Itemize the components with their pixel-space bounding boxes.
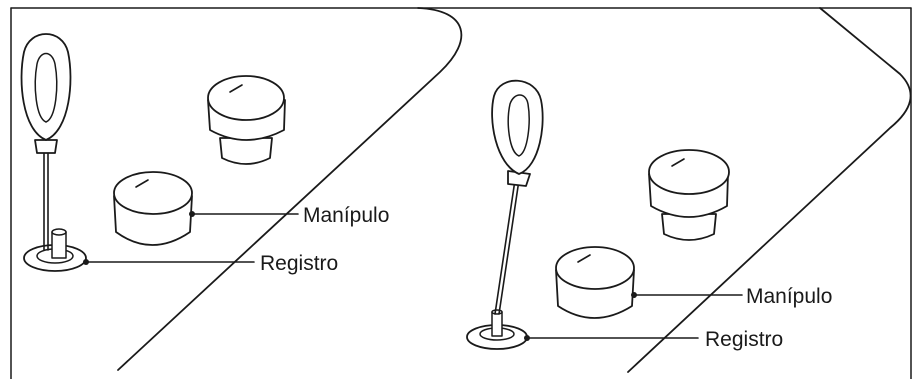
right-panel: Manípulo Registro	[467, 8, 911, 372]
right-rear-knob	[649, 150, 729, 240]
right-screwdriver	[492, 81, 543, 314]
left-front-knob	[114, 172, 192, 245]
left-rear-knob	[208, 76, 285, 164]
left-valve-label: Registro	[260, 252, 338, 275]
left-handle-label: Manípulo	[303, 204, 389, 227]
right-handle-label: Manípulo	[746, 285, 832, 308]
left-screwdriver	[22, 34, 71, 250]
right-front-knob	[556, 247, 634, 318]
right-valve	[467, 310, 527, 349]
left-panel: Manípulo Registro	[22, 8, 462, 370]
left-valve	[24, 229, 86, 271]
right-valve-label: Registro	[705, 328, 783, 351]
